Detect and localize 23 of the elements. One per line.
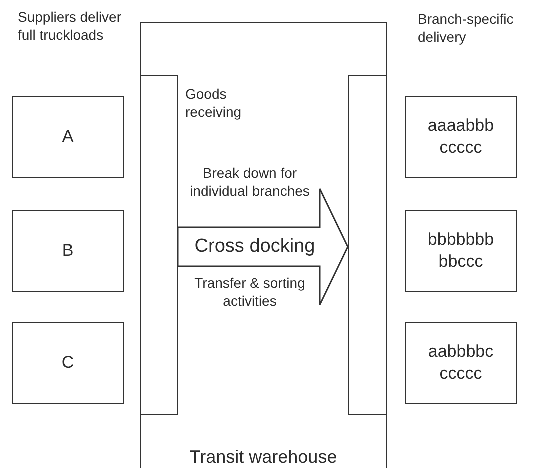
box-text: C (62, 352, 74, 374)
box-text: A (62, 126, 74, 148)
process-box (405, 322, 517, 404)
warehouse-frame (140, 22, 387, 468)
block-arrow (177, 188, 349, 306)
process-box (12, 322, 124, 404)
process-box (12, 96, 124, 178)
box-text: aaaabbb ccccc (426, 114, 496, 159)
dock-bar (348, 74, 386, 414)
note-text: Suppliers deliver full truckloads (18, 8, 122, 44)
node-caption: Goods receiving (186, 84, 243, 121)
box-text: aabbbbc ccccc (427, 340, 495, 385)
process-box (405, 210, 517, 292)
process-box (405, 96, 517, 178)
edge-label: Cross docking (194, 236, 316, 258)
warehouse-title: Transit warehouse (190, 447, 338, 468)
box-text: bbbbbbb bbccc (426, 228, 496, 273)
dock-bar (140, 74, 178, 414)
process-box (12, 210, 124, 292)
note-text: Transfer & sorting activities (194, 274, 306, 310)
box-text: B (62, 240, 74, 262)
note-text: Break down for individual branches (190, 164, 310, 200)
note-text: Branch-specific delivery (418, 10, 515, 46)
